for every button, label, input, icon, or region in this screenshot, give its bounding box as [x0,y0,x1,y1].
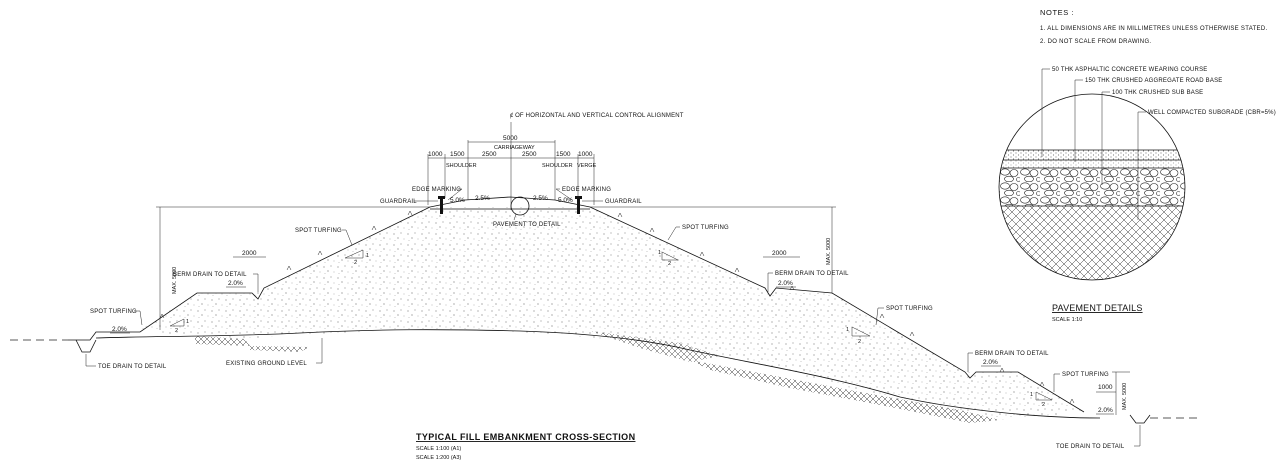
alignment-label: ȼ OF HORIZONTAL AND VERTICAL CONTROL ALI… [510,113,684,119]
existing-ground-label: EXISTING GROUND LEVEL [226,361,307,367]
note-item-1: 1. ALL DIMENSIONS ARE IN MILLIMETRES UNL… [1040,26,1267,32]
dim-1000-right: 1000 [1098,384,1113,391]
slope-5-right: 5.0% [558,197,573,204]
dim-right-lane: 2500 [522,151,537,158]
layer-label-roadbase: 150 THK CRUSHED AGGREGATE ROAD BASE [1085,78,1222,84]
section-scale-a3: SCALE 1:200 (A3) [416,455,461,461]
section-title: TYPICAL FILL EMBANKMENT CROSS-SECTION [416,432,635,442]
carriageway-dimensions [427,122,595,210]
notes-heading: NOTES : [1040,8,1074,17]
ratio-2-right-lower: 2 [1042,402,1045,408]
dim-right-verge: 1000 [578,151,593,158]
toe-slope-left: 2.0% [112,326,127,333]
berm-slope-right-lower: 2.0% [983,359,998,366]
section-scale-a1: SCALE 1:100 (A1) [416,446,461,452]
dim-left-shoulder: 1500 [450,151,465,158]
berm-drain-right-lower-label: BERM DRAIN TO DETAIL [975,351,1049,357]
slope-5-left: 5.0% [450,197,465,204]
dim-left-lane: 2500 [482,151,497,158]
embankment-fill [140,207,1084,420]
verge-right-label: VERGE [577,163,597,169]
guardrail-right-label: GUARDRAIL [605,199,642,205]
toe-drain-left-label: TOE DRAIN TO DETAIL [98,364,167,370]
pavement-to-detail-label: PAVEMENT TO DETAIL [493,222,561,228]
ratio-1-right-middle: 1 [846,327,849,333]
spot-turfing-right-upper: SPOT TURFING [682,225,729,231]
berm-slope-left: 2.0% [228,280,243,287]
note-item-2: 2. DO NOT SCALE FROM DRAWING. [1040,39,1151,45]
layer-label-subbase: 100 THK CRUSHED SUB BASE [1112,90,1203,96]
ratio-2-right-middle: 2 [858,339,861,345]
pavement-detail-circle [998,68,1186,281]
spot-turfing-right-middle: SPOT TURFING [886,306,933,312]
shoulder-left-label: SHOULDER [446,163,477,169]
layer-label-wearing: 50 THK ASPHALTIC CONCRETE WEARING COURSE [1052,67,1207,73]
max-height-right-lower: MAX. 5000 [1122,383,1128,410]
berm-width-right: 2000 [772,250,787,257]
ratio-2-left-lower: 2 [175,328,178,334]
pavement-details-title: PAVEMENT DETAILS [1052,303,1143,313]
slope-25-right: 2.5% [533,195,548,202]
layer-label-subgrade: WELL COMPACTED SUBGRADE (CBR=5%) [1148,110,1276,116]
carriageway-label: CARRIAGEWAY [494,145,535,151]
spot-turfing-left-upper: SPOT TURFING [295,228,342,234]
toe-slope-right: 2.0% [1098,407,1113,414]
ratio-2-left-upper: 2 [354,260,357,266]
dim-total: 5000 [503,135,518,142]
pavement-details-scale: SCALE 1:10 [1052,317,1082,323]
berm-slope-right: 2.0% [778,280,793,287]
guardrail-left-label: GUARDRAIL [380,199,417,205]
toe-drain-right-label: TOE DRAIN TO DETAIL [1056,444,1125,450]
max-height-left: MAX. 5000 [172,267,178,294]
dim-left-verge: 1000 [428,151,443,158]
ratio-1-left-lower: 1 [186,319,189,325]
ratio-1-right-upper: 1 [658,250,661,256]
berm-drain-left-label: BERM DRAIN TO DETAIL [173,272,247,278]
spot-turfing-right-lower: SPOT TURFING [1062,372,1109,378]
dim-right-shoulder: 1500 [556,151,571,158]
slope-25-left: 2.5% [475,195,490,202]
spot-turfing-left-lower: SPOT TURFING [90,309,137,315]
berm-width-left: 2000 [242,250,257,257]
max-height-right: MAX. 5000 [826,238,832,265]
shoulder-right-label: SHOULDER [542,163,573,169]
embankment-section [10,196,1200,424]
ratio-1-left-upper: 1 [366,253,369,259]
edge-marking-left-label: EDGE MARKING [412,187,461,193]
ratio-1-right-lower: 1 [1030,392,1033,398]
berm-drain-right-label: BERM DRAIN TO DETAIL [775,271,849,277]
notes-block: NOTES : 1. ALL DIMENSIONS ARE IN MILLIME… [1040,8,1267,45]
ratio-2-right-upper: 2 [668,261,671,267]
edge-marking-right-label: EDGE MARKING [562,187,611,193]
